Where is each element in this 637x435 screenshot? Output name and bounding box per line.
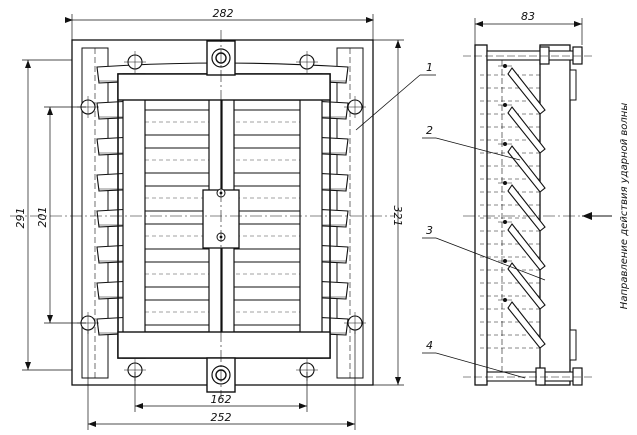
bottom-bar [117, 331, 331, 359]
side-base [474, 44, 488, 386]
side-blade [507, 262, 546, 310]
side-view: 83 Направление действия ударной волны [463, 10, 630, 386]
top-bar [117, 73, 331, 101]
side-blade [507, 145, 546, 193]
front-view [10, 30, 395, 398]
dim-bottom-width: 252 [211, 411, 232, 424]
dim-height-outer: 291 [14, 208, 27, 229]
side-frame [539, 44, 571, 386]
wave-direction-note: Направление действия ударной волны [619, 103, 630, 310]
side-blade [507, 184, 546, 232]
dim-height-inner: 201 [36, 207, 49, 228]
callouts: 1 2 3 4 [355, 61, 546, 379]
callout-4: 4 [426, 339, 433, 352]
callout-3: 3 [426, 224, 433, 237]
callout-1: 1 [426, 61, 433, 74]
dim-top-width: 282 [213, 7, 234, 20]
dim-height-total: 321 [391, 206, 404, 227]
front-dimensions: 282 291 201 321 162 252 [14, 7, 404, 430]
side-blade [507, 67, 546, 115]
side-top-bolt [486, 50, 583, 61]
side-blade [507, 223, 546, 271]
dim-bolt-span: 162 [211, 393, 232, 406]
side-bottom-bolt [486, 371, 583, 382]
dim-side-width: 83 [521, 10, 535, 23]
side-blades [498, 64, 546, 349]
side-blade [507, 301, 546, 349]
side-blade [507, 106, 546, 154]
callout-2: 2 [426, 124, 433, 137]
